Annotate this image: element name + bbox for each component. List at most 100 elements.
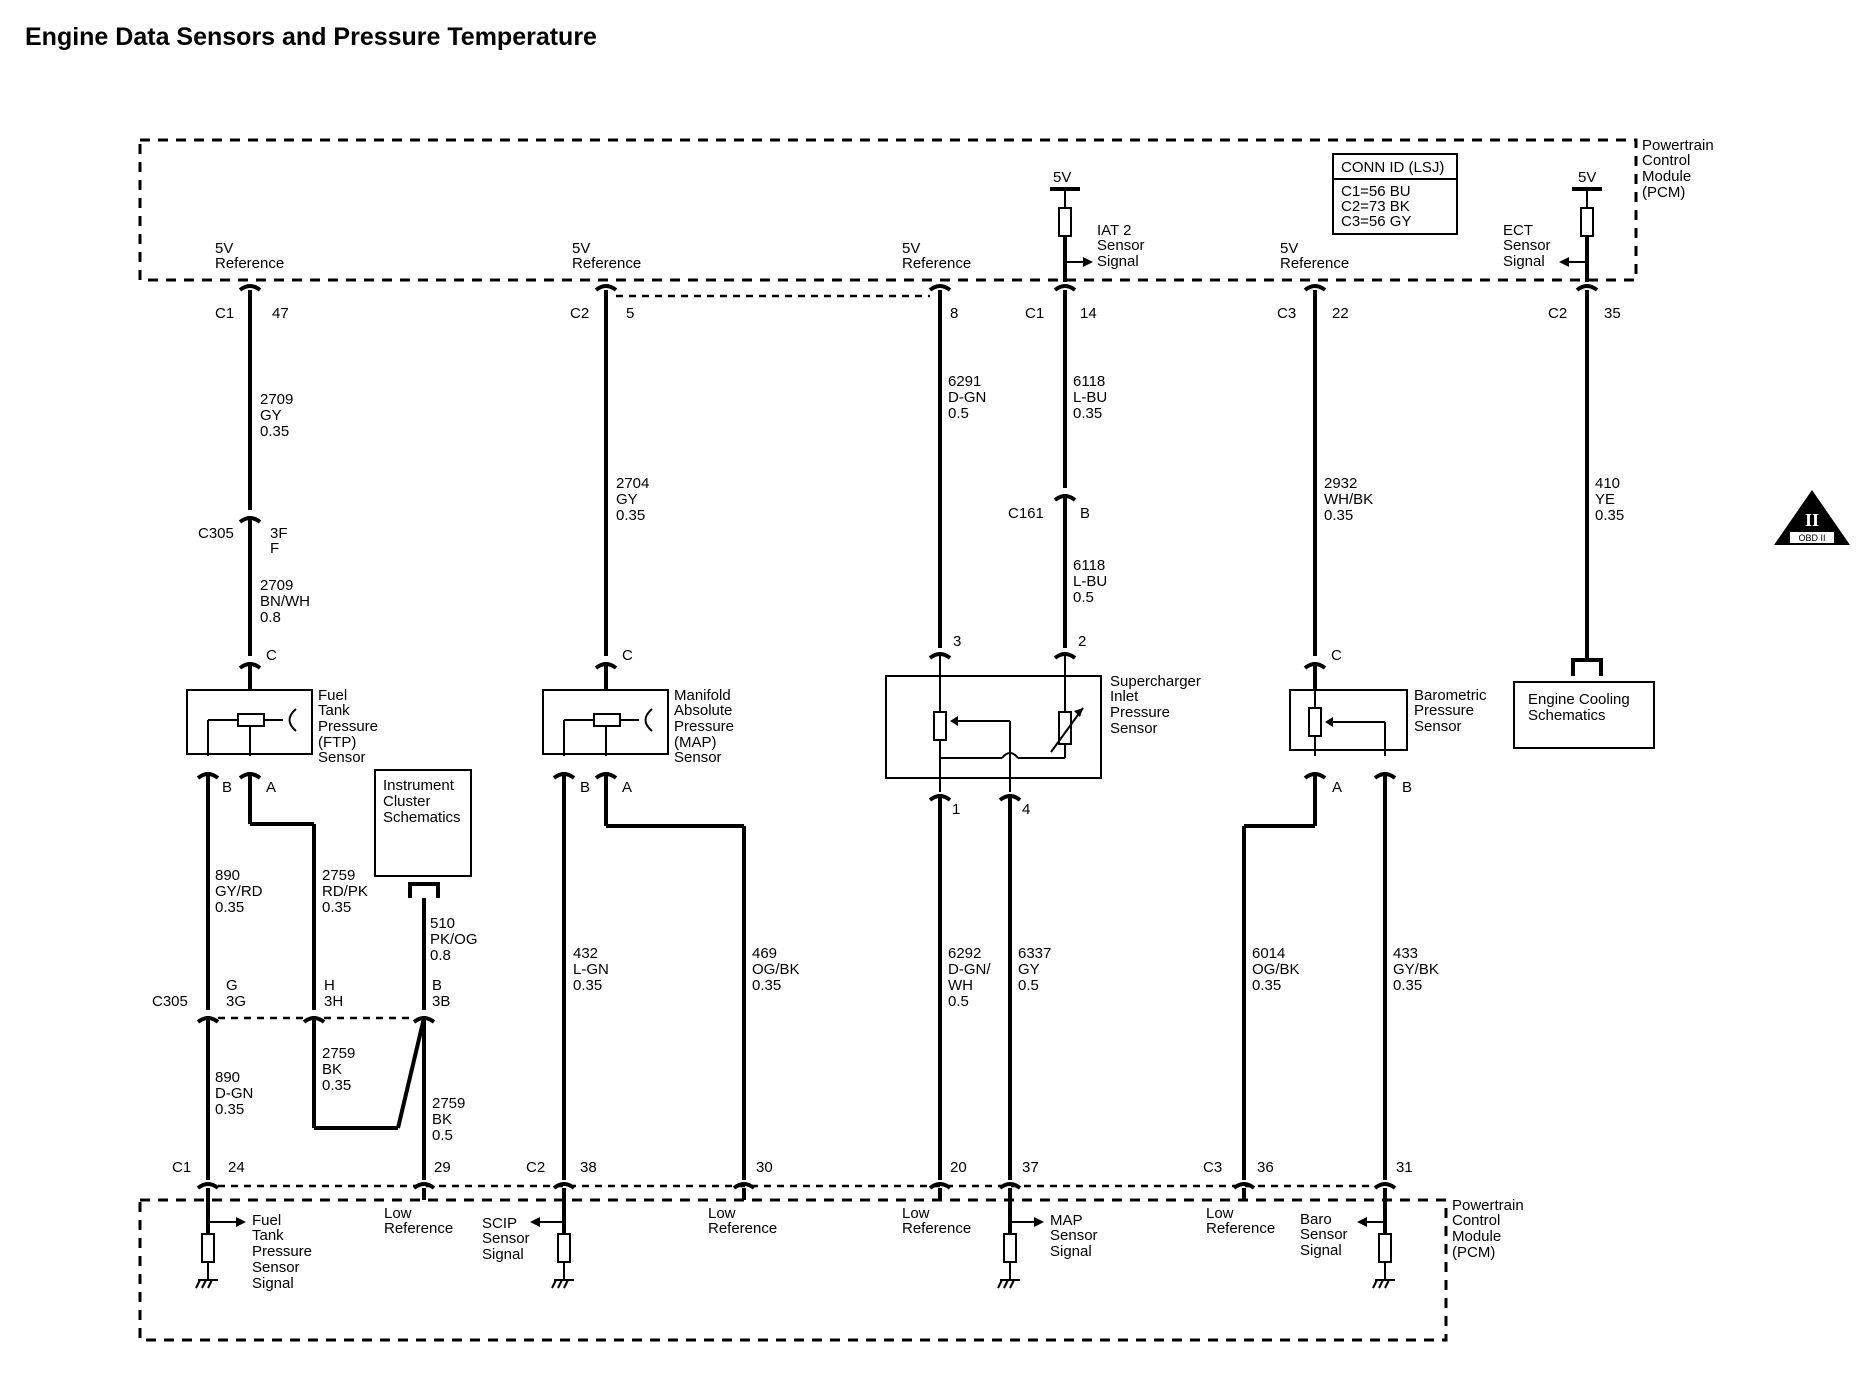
svg-text:0.35: 0.35 bbox=[616, 507, 645, 524]
svg-text:0.35: 0.35 bbox=[322, 1077, 351, 1094]
svg-text:Control: Control bbox=[1452, 1212, 1500, 1229]
svg-text:410: 410 bbox=[1595, 475, 1620, 492]
scip-signal-circuit bbox=[530, 1188, 574, 1289]
svg-text:Module: Module bbox=[1642, 168, 1691, 185]
svg-text:B: B bbox=[222, 779, 232, 796]
svg-text:2709: 2709 bbox=[260, 577, 293, 594]
low-ref-label-36: Low Reference bbox=[1206, 1205, 1275, 1237]
scip-signal-label: SCIP Sensor Signal bbox=[482, 1215, 530, 1263]
svg-text:5V: 5V bbox=[215, 240, 233, 257]
svg-text:Schematics: Schematics bbox=[383, 809, 461, 826]
ref-5v-2: 5V Reference bbox=[572, 240, 641, 272]
wire-baro-lower bbox=[1242, 772, 1387, 1180]
wire-label-6291: 6291 D-GN 0.5 bbox=[948, 373, 986, 422]
svg-text:Sensor: Sensor bbox=[674, 749, 722, 766]
iat2-pullup: 5V bbox=[1050, 169, 1093, 282]
wire-col-ftp bbox=[238, 290, 262, 690]
svg-text:0.8: 0.8 bbox=[260, 609, 281, 626]
top-pin-c2-5: C2 5 bbox=[570, 284, 634, 322]
bottom-pin-labels: C1 24 29 C2 38 30 20 37 C3 36 31 bbox=[172, 1159, 1413, 1176]
svg-text:Module: Module bbox=[1452, 1228, 1501, 1245]
svg-text:5: 5 bbox=[626, 305, 634, 322]
pcm-top-box bbox=[138, 138, 1638, 282]
svg-text:432: 432 bbox=[573, 945, 598, 962]
svg-text:C305: C305 bbox=[152, 993, 188, 1010]
baro-bottom-pins: A B bbox=[1303, 772, 1412, 796]
svg-text:3G: 3G bbox=[226, 993, 246, 1010]
svg-text:Reference: Reference bbox=[384, 1220, 453, 1237]
svg-text:D-GN: D-GN bbox=[215, 1085, 253, 1102]
ftp-sensor bbox=[186, 689, 313, 756]
wire-label-432: 432 L-GN 0.35 bbox=[573, 945, 609, 994]
obd-ii-icon: II OBD II bbox=[1774, 490, 1850, 545]
svg-text:H: H bbox=[324, 977, 335, 994]
svg-text:L-BU: L-BU bbox=[1073, 573, 1107, 590]
svg-text:Fuel: Fuel bbox=[252, 1212, 281, 1229]
svg-text:C2=73 BK: C2=73 BK bbox=[1341, 198, 1410, 215]
svg-text:30: 30 bbox=[756, 1159, 773, 1176]
svg-text:38: 38 bbox=[580, 1159, 597, 1176]
pcm-bottom-box bbox=[138, 1198, 1448, 1342]
wire-label-2709-gy: 2709 GY 0.35 bbox=[260, 391, 293, 440]
low-ref-label-20: Low Reference bbox=[902, 1205, 971, 1237]
map-signal-label: MAP Sensor Signal bbox=[1050, 1212, 1098, 1260]
svg-text:Sensor: Sensor bbox=[252, 1259, 300, 1276]
svg-text:Sensor: Sensor bbox=[1414, 718, 1462, 735]
instrument-cluster-box: Instrument Cluster Schematics bbox=[374, 769, 472, 1010]
svg-text:3: 3 bbox=[953, 633, 961, 650]
connector-c161: C161 B bbox=[1008, 505, 1090, 522]
svg-text:Low: Low bbox=[708, 1205, 736, 1222]
wire-label-510: 510 PK/OG 0.8 bbox=[430, 915, 478, 964]
scip-sensor bbox=[885, 656, 1102, 792]
svg-text:A: A bbox=[1332, 779, 1342, 796]
svg-text:C1: C1 bbox=[215, 305, 234, 322]
svg-text:37: 37 bbox=[1022, 1159, 1039, 1176]
svg-text:2704: 2704 bbox=[616, 475, 649, 492]
svg-text:0.5: 0.5 bbox=[1018, 977, 1039, 994]
baro-signal-circuit bbox=[1357, 1188, 1395, 1289]
svg-text:0.35: 0.35 bbox=[1324, 507, 1353, 524]
map-sensor bbox=[542, 689, 669, 756]
svg-text:WH: WH bbox=[948, 977, 973, 994]
svg-text:Engine Cooling: Engine Cooling bbox=[1528, 691, 1630, 708]
svg-text:2932: 2932 bbox=[1324, 475, 1357, 492]
wire-label-2709-bnwh: 2709 BN/WH 0.8 bbox=[260, 577, 310, 626]
svg-text:6291: 6291 bbox=[948, 373, 981, 390]
svg-text:GY/BK: GY/BK bbox=[1393, 961, 1439, 978]
wire-label-2759-rdpk: 2759 RD/PK 0.35 bbox=[322, 867, 368, 916]
svg-text:C305: C305 bbox=[198, 525, 234, 542]
svg-text:GY: GY bbox=[1018, 961, 1040, 978]
svg-text:Control: Control bbox=[1642, 152, 1690, 169]
svg-text:Reference: Reference bbox=[572, 255, 641, 272]
svg-text:0.35: 0.35 bbox=[1073, 405, 1102, 422]
svg-text:0.35: 0.35 bbox=[215, 1101, 244, 1118]
svg-text:433: 433 bbox=[1393, 945, 1418, 962]
low-ref-label-29: Low Reference bbox=[384, 1205, 453, 1237]
baro-pin-c: C bbox=[1331, 647, 1342, 664]
svg-text:B: B bbox=[1402, 779, 1412, 796]
svg-text:6292: 6292 bbox=[948, 945, 981, 962]
svg-text:Signal: Signal bbox=[1300, 1242, 1342, 1259]
svg-text:Reference: Reference bbox=[215, 255, 284, 272]
svg-text:Sensor: Sensor bbox=[1097, 237, 1145, 254]
svg-text:F: F bbox=[270, 540, 279, 557]
ftp-signal-label: Fuel Tank Pressure Sensor Signal bbox=[252, 1212, 312, 1292]
top-pin-c3-22: C3 22 bbox=[1277, 284, 1349, 322]
svg-text:YE: YE bbox=[1595, 491, 1615, 508]
svg-text:0.5: 0.5 bbox=[948, 993, 969, 1010]
wire-label-6118-a: 6118 L-BU 0.35 bbox=[1073, 373, 1107, 422]
svg-text:Signal: Signal bbox=[252, 1275, 294, 1292]
baro-sensor bbox=[1289, 689, 1408, 756]
svg-text:4: 4 bbox=[1022, 801, 1030, 818]
svg-text:Tank: Tank bbox=[318, 702, 350, 719]
svg-text:Absolute: Absolute bbox=[674, 702, 732, 719]
svg-text:Reference: Reference bbox=[902, 255, 971, 272]
svg-text:C2: C2 bbox=[526, 1159, 545, 1176]
svg-text:CONN ID (LSJ): CONN ID (LSJ) bbox=[1341, 159, 1444, 176]
connector-c305-bottom: C305 G 3G H 3H B 3B bbox=[152, 977, 450, 1024]
svg-text:Signal: Signal bbox=[1503, 253, 1545, 270]
ref-5v-1: 5V Reference bbox=[215, 240, 284, 272]
svg-text:OBD II: OBD II bbox=[1798, 533, 1825, 543]
svg-text:0.35: 0.35 bbox=[1393, 977, 1422, 994]
svg-text:2709: 2709 bbox=[260, 391, 293, 408]
